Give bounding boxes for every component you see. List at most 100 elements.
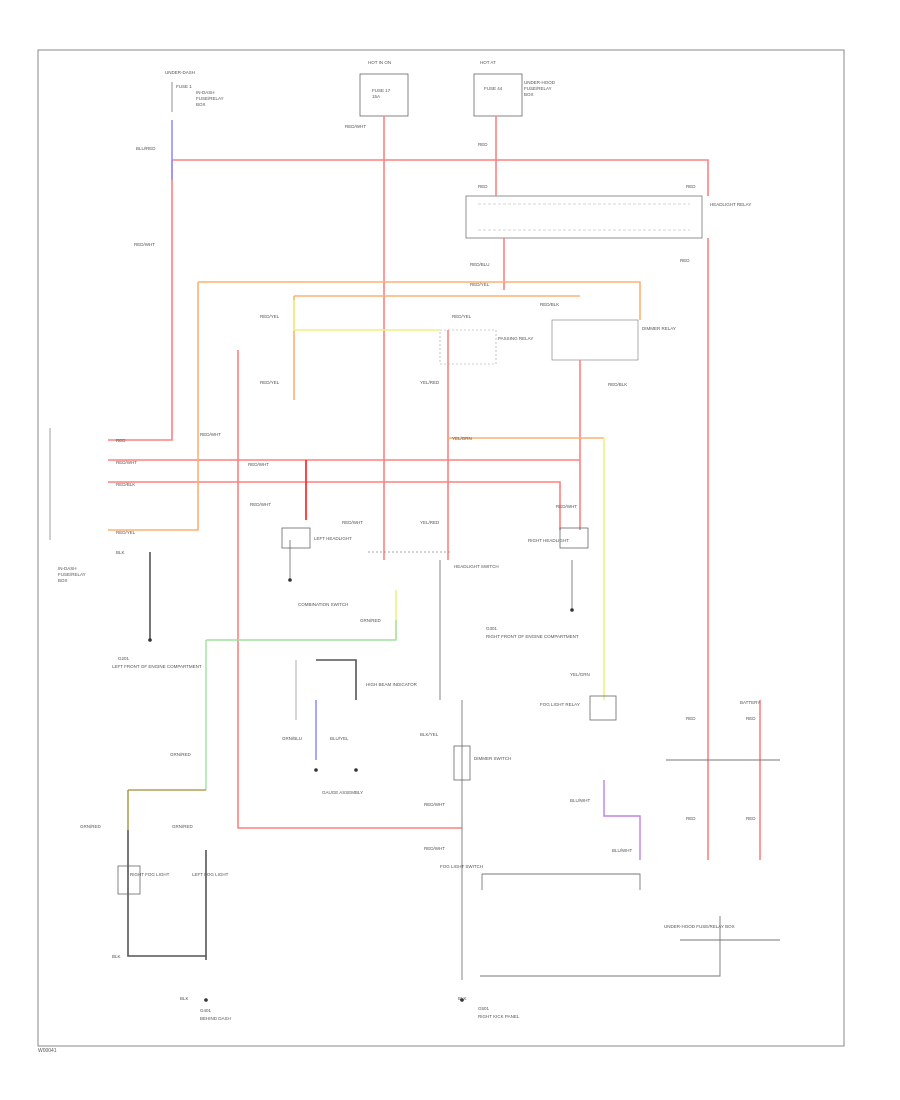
wire-label-31: RED/WHT [424, 802, 445, 807]
fuse-box-left: UNDER-DASH FUSE 1 IN-DASH FUSE/RELAY BOX [165, 70, 224, 112]
wire-label-28: BLK/YEL [420, 732, 439, 737]
left-headlight-label: LEFT HEADLIGHT [314, 536, 352, 541]
ground-dot-hl-left [288, 578, 292, 582]
battery-tag: BATTERY [740, 700, 760, 705]
wire-label-18: YEL/GRN [452, 436, 472, 441]
wire-label-27: GRN/RED [172, 824, 194, 829]
label-top-left-desc3: BOX [196, 102, 206, 107]
wire-label-22: RED/BLK [608, 382, 627, 387]
wire-label-relay-out: RED [686, 184, 696, 189]
ground-g401: G401 BEHIND DASH [200, 1008, 231, 1021]
label-top-right-desc3: BOX [524, 92, 534, 97]
left-fog: LEFT FOG LIGHT [192, 872, 229, 877]
left-side-desc2: FUSE/RELAY [58, 572, 86, 577]
relay-passing-label: PASSING RELAY [498, 336, 533, 341]
label-top-mid-tag: HOT IN ON [368, 60, 391, 65]
ground-dot-g401 [204, 998, 208, 1002]
wire-label-29: GRN/BLU [282, 736, 302, 741]
dimmer-relay: DIMMER RELAY [551, 319, 676, 361]
wire-label-7: BLK [116, 550, 125, 555]
passing-relay: PASSING RELAY [439, 329, 533, 365]
dimmer-switch-label: DIMMER SWITCH [474, 756, 511, 761]
label-top-right-fuse: FUSE 44 [484, 86, 503, 91]
under-hood-right-label: UNDER-HOOD FUSE/RELAY BOX [664, 924, 735, 929]
ground-g301-desc: RIGHT FRONT OF ENGINE COMPARTMENT [486, 634, 579, 639]
wire-label-41: BLK [112, 954, 121, 959]
wire-label-19: YEL/RED [420, 520, 440, 525]
wire-red-row3 [108, 481, 561, 530]
label-top-left-fuse: FUSE 1 [176, 84, 192, 89]
wire-label-9: RED/BLU [470, 262, 490, 267]
label-top-left-desc1: IN-DASH [196, 90, 215, 95]
combination-switch: COMBINATION SWITCH [298, 602, 348, 607]
label-top-left-desc2: FUSE/RELAY [196, 96, 224, 101]
ground-dot-gauge [314, 768, 318, 772]
wire-label-38: RED [746, 816, 756, 821]
wire-label-21: RED/WHT [556, 504, 577, 509]
relay-headlight-label: HEADLIGHT RELAY [710, 202, 751, 207]
relay-dimmer-label: DIMMER RELAY [642, 326, 676, 331]
ground-dot-g501 [460, 998, 464, 1002]
ground-g201-label: G201 [118, 656, 130, 661]
wire-label-12: RED/YEL [260, 314, 280, 319]
wire-red-top-horizontal [172, 159, 709, 196]
wire-label-2: RED/WHT [134, 242, 155, 247]
wire-label-26: GRN/RED [80, 824, 102, 829]
wire-label-5: RED/BLK [116, 482, 135, 487]
wire-label-36: RED [746, 716, 756, 721]
wire-label-32: RED/WHT [424, 846, 445, 851]
wire-label-3: RED [116, 438, 126, 443]
wire-gray-fog-left [127, 830, 206, 957]
wire-label-17: YEL/RED [420, 380, 440, 385]
wire-gray-indicator [316, 659, 357, 700]
ground-g301-label: G301 [486, 626, 498, 631]
wires-orange [108, 281, 641, 531]
wire-label-35: RED [686, 716, 696, 721]
left-side-desc1: IN-DASH [58, 566, 77, 571]
footer-code: W00041 [38, 1048, 57, 1054]
wire-label-23: YEL/GRN [570, 672, 590, 677]
diagram-border [37, 49, 845, 1047]
wires-green [205, 620, 397, 790]
headlight-relay: HEADLIGHT RELAY RED RED [465, 184, 751, 239]
gauge-assembly-label: GAUGE ASSEMBLY [322, 790, 363, 795]
label-top-left-tag: UNDER-DASH [165, 70, 195, 75]
wire-red-left-vertical [108, 160, 173, 441]
fuse-box-mid: HOT IN ON FUSE 17 15A RED/WHT [345, 60, 409, 129]
ground-g401-desc: BEHIND DASH [200, 1016, 231, 1021]
wire-label-right-red: RED [478, 142, 488, 147]
label-top-right-desc2: FUSE/RELAY [524, 86, 552, 91]
gauge-assembly: GAUGE ASSEMBLY HIGH BEAM INDICATOR [295, 660, 418, 795]
wire-label-34: BLU/WHT [612, 848, 633, 853]
fuse-box-right: HOT AT FUSE 44 UNDER-HOOD FUSE/RELAY BOX… [473, 60, 556, 147]
left-fog-label: LEFT FOG LIGHT [192, 872, 229, 877]
wire-label-37: RED [686, 816, 696, 821]
wire-label-25: GRN/RED [170, 752, 192, 757]
wire-orange-upper [198, 281, 641, 320]
ground-symbols [148, 578, 574, 1002]
label-top-right-tag: HOT AT [480, 60, 496, 65]
wire-green-fog [206, 620, 397, 641]
left-connector: IN-DASH FUSE/RELAY BOX [49, 428, 86, 583]
wire-label-11: RED/YEL [452, 314, 472, 319]
fog-relay-label: FOG LIGHT RELAY [540, 702, 580, 707]
right-fog-label: RIGHT FOG LIGHT [130, 872, 170, 877]
wire-orange-left [108, 282, 199, 531]
ground-g401-label: G401 [200, 1008, 212, 1013]
headlight-switch: HEADLIGHT SWITCH [368, 551, 499, 569]
wires-gray [127, 552, 357, 960]
label-top-mid-fuse: FUSE 17 [372, 88, 391, 93]
wires-purple [603, 780, 641, 860]
indicator-label: HIGH BEAM INDICATOR [366, 682, 418, 687]
wire-label-30: BLU/YEL [330, 736, 349, 741]
ground-g301: G301 RIGHT FRONT OF ENGINE COMPARTMENT [486, 626, 579, 639]
combination-switch-label: COMBINATION SWITCH [298, 602, 348, 607]
label-top-right-desc1: UNDER-HOOD [524, 80, 556, 85]
wire-label-mid-1: RED/WHT [345, 124, 366, 129]
wire-labels: BLU/RED RED/WHT RED RED/WHT RED/BLK RED/… [80, 146, 756, 1001]
wire-label-24: GRN/RED [360, 618, 382, 623]
wire-label-39: RED [680, 258, 690, 263]
wire-label-16: RED/WHT [250, 502, 271, 507]
right-fog: RIGHT FOG LIGHT [117, 865, 170, 895]
